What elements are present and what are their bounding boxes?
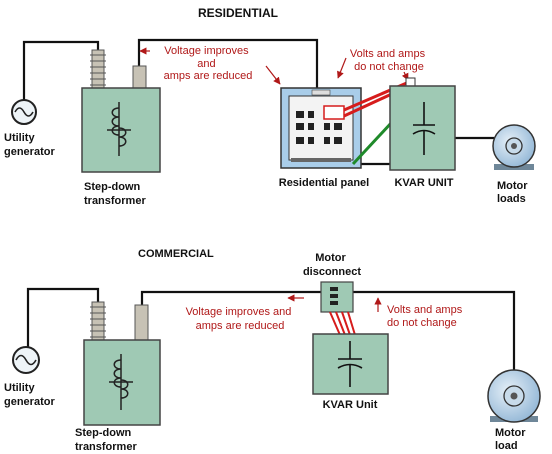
residential-panel-icon (280, 87, 362, 169)
commercial-wiring (26, 287, 516, 370)
commercial-volts-note: Volts and amps do not change (387, 304, 465, 329)
residential-title: RESIDENTIAL (198, 6, 278, 20)
residential-wiring (22, 38, 494, 166)
motor-loads-label: Motor loads (497, 180, 531, 205)
residential-section: RESIDENTIAL Utility generator (4, 6, 536, 207)
residential-panel-label: Residential panel (279, 177, 369, 189)
transformer-label: Step-down transformer (75, 427, 137, 453)
commercial-voltage-note: Voltage improves and amps are reduced (186, 306, 295, 332)
annotation-arrow (265, 65, 281, 85)
motor-icon (492, 124, 536, 170)
motor-icon (487, 369, 541, 423)
kvar-unit-label: KVAR UNIT (394, 177, 453, 189)
motor-load-label: Motor load (495, 427, 529, 452)
utility-generator-label: Utility generator (4, 132, 55, 158)
kvar-unit-label: KVAR Unit (323, 399, 378, 411)
step-down-transformer-icon (81, 49, 161, 173)
commercial-title: COMMERCIAL (138, 248, 214, 260)
transformer-label: Step-down transformer (84, 181, 146, 207)
commercial-section: COMMERCIAL Motor disconnect (4, 248, 541, 453)
commercial-capacitor-leads (329, 311, 356, 336)
annotation-arrow (337, 57, 347, 79)
step-down-transformer-icon (83, 301, 161, 426)
utility-generator-label: Utility generator (4, 382, 55, 408)
utility-generator-icon (11, 99, 37, 125)
kvar-unit-icon (312, 333, 389, 395)
volts-amps-note: Volts and amps do not change (350, 48, 428, 73)
voltage-improves-note: Voltage improves and amps are reduced (164, 45, 253, 82)
kvar-unit-icon (389, 77, 456, 171)
utility-generator-icon (12, 346, 40, 374)
motor-disconnect-label: Motor disconnect (303, 252, 361, 278)
motor-disconnect-icon (320, 281, 354, 313)
